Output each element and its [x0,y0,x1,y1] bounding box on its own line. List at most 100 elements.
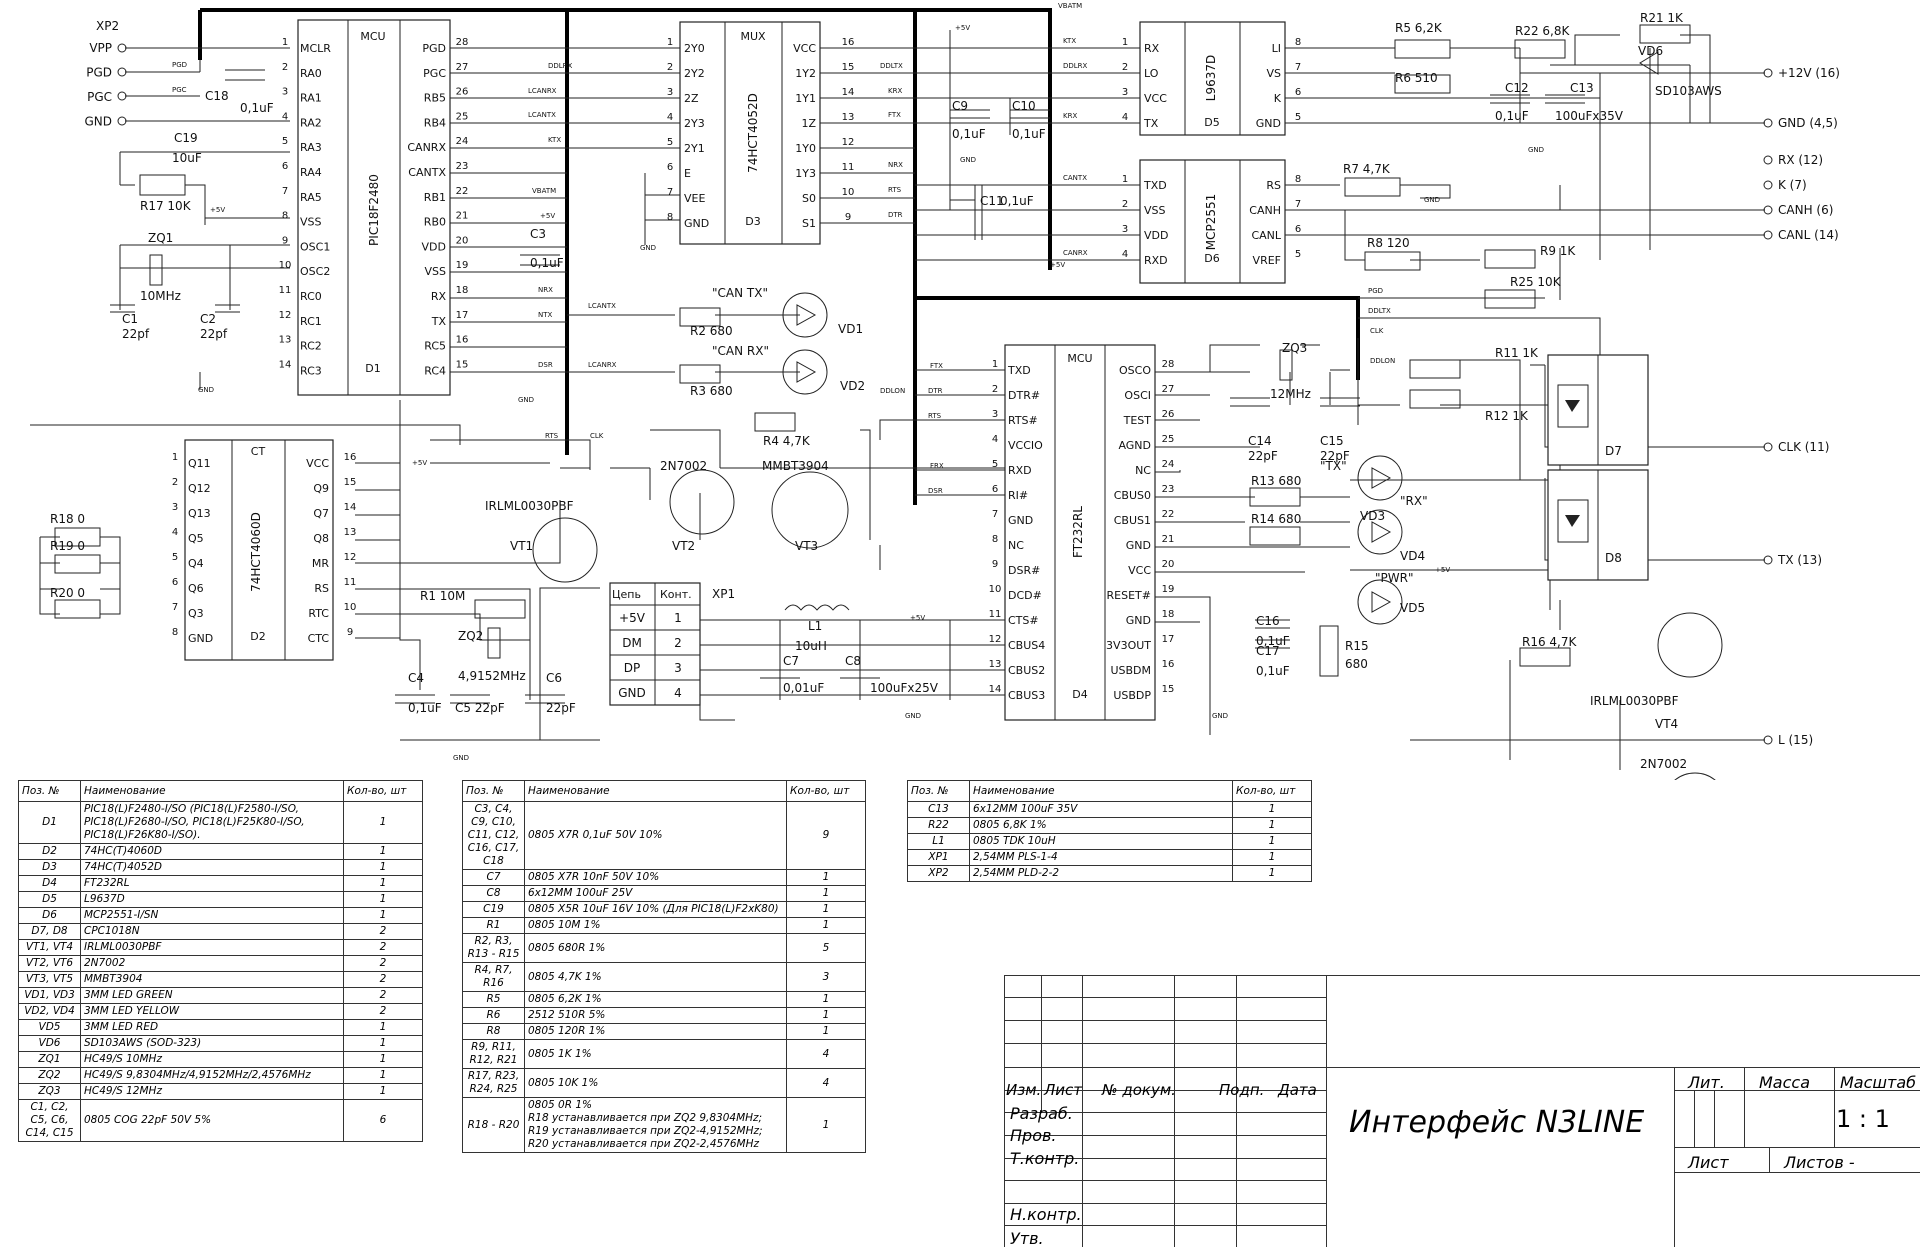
pin-name: OSC2 [300,265,330,278]
bom-pos-cell: VD6 [18,1035,81,1052]
net-label: RTS [928,412,942,420]
pin-name: 1Z [801,117,816,130]
pin-name: 2Y0 [684,42,705,55]
pin-name: TEST [1123,414,1152,427]
pin-number: 4 [667,112,673,123]
bom-name-cell: 2,54MM PLD-2-2 [969,865,1233,882]
component-label: C5 22pF [455,701,505,715]
pin-name: DSR# [1008,564,1040,577]
pin-number: 8 [992,534,998,545]
power-label: +5V [1050,261,1065,269]
component-label: C18 [205,89,229,103]
bom-qty-cell: 1 [786,917,866,934]
component-label: R14 680 [1251,512,1301,526]
component-label: 0,1uF [408,701,442,715]
pin-name: S1 [802,217,816,230]
pin-number: 20 [456,235,469,246]
pin-number: 6 [282,161,288,172]
ground-label: GND [1528,146,1544,154]
pin-name: TX [1143,117,1159,130]
pin-name: Q4 [188,557,204,570]
bom-name-cell: 0805 COG 22pF 50V 5% [80,1099,344,1142]
bom-qty-cell: 1 [786,901,866,918]
net-label: DDLON [880,387,905,395]
pin-number: 7 [1295,199,1301,210]
component-label: VD2 [840,379,865,393]
bom-qty-cell: 2 [343,1003,423,1020]
pin-number: 16 [1162,659,1175,670]
pin-number: 18 [1162,609,1175,620]
xp1-header: Конт. [660,588,692,601]
pin-name: Q8 [313,532,329,545]
chip-d3-group [679,21,821,245]
pin-number: 9 [347,627,353,638]
net-label: LCANRX [528,87,557,95]
net-label: CANTX [1063,174,1087,182]
connector-pin-label: GND [84,115,112,129]
xp1-net: +5V [619,611,646,625]
bom-name-cell: 3MM LED YELLOW [80,1003,344,1020]
bom-name-cell: 74HC(T)4060D [80,843,344,860]
pin-name: RC1 [300,315,322,328]
pin-number: 3 [1122,224,1128,235]
chip-type: MCU [1067,352,1092,365]
ground-label: GND [518,396,534,404]
pin-number: 28 [456,37,469,48]
chip-d3 [679,21,821,245]
component-label: VT2 [672,539,695,553]
pin-name: RTC [308,607,329,620]
pin-name: 2Y3 [684,117,705,130]
pin-number: 19 [1162,584,1175,595]
pin-number: 9 [992,559,998,570]
xp1-pin: 4 [674,686,682,700]
bom-row: C3, C4, C9, C10, C11, C12, C16, C17, C18… [462,801,866,870]
net-label: KRX [1063,112,1077,120]
net-label: DSR [928,487,943,495]
pin-name: CANL [1251,229,1281,242]
bom-pos-cell: D5 [18,891,81,908]
pin-name: TXD [1143,179,1167,192]
pin-name: VSS [425,265,447,278]
ground-label: GND [640,244,656,252]
pin-number: 8 [1295,37,1301,48]
component-label: VT1 [510,539,533,553]
capacitor-symbols [110,69,1585,704]
bom-name-cell: 3MM LED GREEN [80,987,344,1004]
bom-qty-cell: 1 [343,1019,423,1036]
pin-number: 12 [842,137,855,148]
chip-ref: D1 [365,362,380,375]
chip-d2 [184,439,334,661]
bom-qty-cell: 1 [1232,865,1312,882]
pin-number: 8 [1295,174,1301,185]
bom-pos-cell: ZQ3 [18,1083,81,1100]
pin-name: 1Y2 [795,67,816,80]
chip-d1-group [297,19,451,396]
pin-name: RX [1144,42,1160,55]
bom-pos-cell: XP1 [907,849,970,866]
bom-pos-cell: R8 [462,1023,525,1040]
net-label: VBATM [532,187,556,195]
component-label: VD1 [838,322,863,336]
bom-name-cell: 0805 0R 1% R18 устанавливается при ZQ2 9… [524,1097,787,1153]
bom-name-cell: 3MM LED RED [80,1019,344,1036]
pin-number: 18 [456,285,469,296]
connector-xp2-pins [117,43,127,126]
xp1-pin: 3 [674,661,682,675]
component-label: C19 [174,131,198,145]
pin-number: 13 [344,527,357,538]
bom-name-cell: FT232RL [80,875,344,892]
component-label: C10 [1012,99,1036,113]
component-label: 0,1uF [1000,194,1034,208]
bom-qty-cell: 2 [343,923,423,940]
bom-pos-cell: R22 [907,817,970,834]
component-label: IRLML0030PBF [485,499,574,513]
component-label: IRLML0030PBF [1590,694,1679,708]
tb-role-check: Пров. [1010,1126,1057,1145]
bom-pos-cell: R6 [462,1007,525,1024]
transistor-vt2 [669,469,735,535]
pin-number: 1 [172,452,178,463]
tb-list: Лист [1044,1081,1083,1099]
